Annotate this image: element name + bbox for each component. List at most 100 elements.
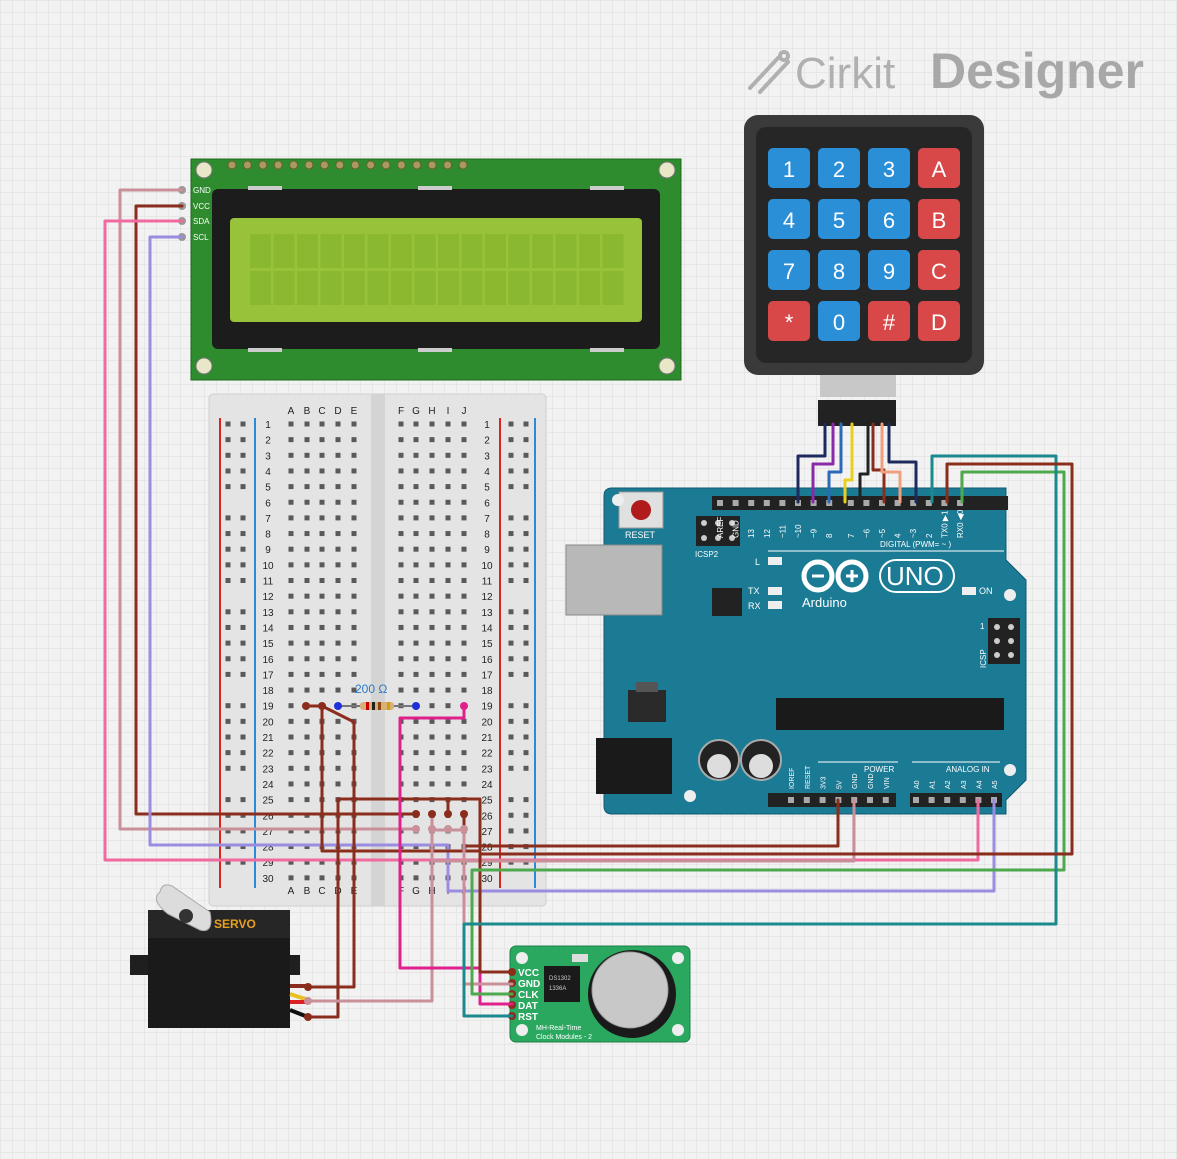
keypad-key[interactable]: # bbox=[868, 301, 910, 341]
resistor-terminal[interactable] bbox=[334, 702, 342, 710]
wire-kp-2[interactable] bbox=[811, 422, 835, 504]
wire-lcd-scl[interactable] bbox=[148, 235, 996, 893]
power-pin[interactable] bbox=[803, 797, 810, 803]
digital-pin[interactable] bbox=[957, 500, 963, 506]
wire-d3[interactable] bbox=[478, 462, 1074, 856]
wire-kp-4[interactable] bbox=[843, 422, 854, 504]
brand-product: Designer bbox=[930, 43, 1144, 99]
wire-kp-7[interactable] bbox=[880, 422, 902, 504]
reset-button[interactable] bbox=[631, 500, 651, 520]
analog-pin[interactable] bbox=[913, 797, 919, 803]
digital-pin[interactable] bbox=[763, 500, 770, 506]
rtc-module[interactable]: DS1302 1336A MH-Real-Time Clock Modules … bbox=[508, 945, 691, 1043]
breadboard-row-label: 12 bbox=[262, 592, 274, 603]
keypad-key[interactable]: 1 bbox=[768, 148, 810, 188]
breadboard-row-label: 13 bbox=[481, 608, 493, 619]
keypad-key[interactable]: 9 bbox=[868, 250, 910, 290]
digital-pin[interactable] bbox=[894, 500, 901, 506]
wire-lcd-sda[interactable] bbox=[103, 219, 980, 862]
digital-pin[interactable] bbox=[910, 500, 917, 506]
breadboard-hole bbox=[304, 687, 310, 693]
keypad-key[interactable]: 3 bbox=[868, 148, 910, 188]
digital-pin[interactable] bbox=[941, 500, 948, 506]
digital-pin[interactable] bbox=[925, 500, 932, 506]
wire-servo-signal[interactable] bbox=[306, 704, 356, 989]
breadboard-hole bbox=[429, 609, 435, 615]
led-tx bbox=[768, 587, 782, 595]
breadboard-row-label: 17 bbox=[262, 670, 274, 681]
wire-rtc-vcc[interactable] bbox=[446, 797, 514, 974]
breadboard-hole bbox=[288, 734, 294, 740]
keypad-key[interactable]: 4 bbox=[768, 199, 810, 239]
wire-rtc-clk[interactable] bbox=[470, 470, 1066, 996]
keypad-key[interactable]: 2 bbox=[818, 148, 860, 188]
wire-kp-1[interactable] bbox=[796, 422, 827, 504]
wire-kp-3[interactable] bbox=[827, 422, 843, 504]
led-l bbox=[768, 557, 782, 565]
mount-hole bbox=[516, 1024, 528, 1036]
power-jack bbox=[596, 738, 672, 794]
power-pin[interactable] bbox=[882, 797, 889, 803]
analog-pin[interactable] bbox=[928, 797, 935, 803]
power-pin[interactable] bbox=[867, 797, 873, 803]
wire-servo-gnd[interactable] bbox=[306, 812, 434, 1003]
breadboard-hole bbox=[461, 562, 467, 568]
digital-pin[interactable] bbox=[863, 500, 870, 506]
uno-model: UNO bbox=[886, 561, 944, 591]
wire-kp-6[interactable] bbox=[871, 422, 886, 504]
breadboard-hole bbox=[288, 484, 294, 490]
digital-pin[interactable] bbox=[732, 500, 739, 506]
keypad-key-label: 9 bbox=[883, 259, 895, 284]
breadboard-hole bbox=[461, 421, 467, 427]
digital-pin-label: 7 bbox=[847, 533, 856, 538]
breadboard-hole bbox=[413, 578, 419, 583]
keypad-key[interactable]: 6 bbox=[868, 199, 910, 239]
power-pin[interactable] bbox=[819, 797, 826, 803]
digital-pin[interactable] bbox=[779, 500, 786, 506]
wire-rtc-dat[interactable] bbox=[398, 704, 514, 1006]
wire-servo-power[interactable] bbox=[306, 797, 450, 1019]
breadboard-hole bbox=[398, 468, 404, 474]
keypad-key[interactable]: A bbox=[918, 148, 960, 188]
wire-lcd-gnd[interactable] bbox=[118, 188, 418, 831]
keypad-key[interactable]: * bbox=[768, 301, 810, 341]
breadboard-row-label: 14 bbox=[262, 623, 274, 634]
digital-pin[interactable] bbox=[717, 500, 723, 506]
keypad-key-label: D bbox=[931, 310, 947, 335]
analog-pin[interactable] bbox=[959, 797, 966, 803]
breadboard-row-label: 6 bbox=[484, 498, 490, 509]
breadboard-hole bbox=[288, 531, 294, 537]
keypad-key[interactable]: 5 bbox=[818, 199, 860, 239]
keypad-key[interactable]: 0 bbox=[818, 301, 860, 341]
wire-kp-8[interactable] bbox=[887, 422, 918, 504]
wire-lcd-vcc[interactable] bbox=[134, 204, 418, 816]
breadboard-hole bbox=[240, 609, 246, 615]
lcd-module[interactable]: GND VCC SDA SCL bbox=[178, 158, 682, 381]
digital-pin[interactable] bbox=[879, 500, 885, 506]
servo-motor[interactable]: SERVO bbox=[130, 884, 309, 1028]
wire-kp-5[interactable] bbox=[858, 422, 870, 504]
digital-pin[interactable] bbox=[748, 500, 755, 506]
breadboard-hole bbox=[288, 781, 294, 787]
digital-pin-label: RX0 ◀0 bbox=[956, 509, 965, 538]
keypad-key[interactable]: 7 bbox=[768, 250, 810, 290]
power-pin[interactable] bbox=[788, 797, 794, 803]
breadboard-row-label: 18 bbox=[481, 686, 493, 697]
lcd-cell bbox=[273, 271, 295, 305]
breadboard-hole bbox=[523, 531, 529, 537]
resistor-label: 200 Ω bbox=[355, 682, 387, 696]
analog-pin[interactable] bbox=[944, 797, 951, 803]
resistor[interactable]: 200 Ω bbox=[334, 682, 420, 710]
wire-rtc-rst[interactable] bbox=[462, 454, 1058, 1018]
digital-pin[interactable] bbox=[847, 500, 854, 506]
keypad-key[interactable]: D bbox=[918, 301, 960, 341]
keypad-key[interactable]: C bbox=[918, 250, 960, 290]
resistor-terminal[interactable] bbox=[412, 702, 420, 710]
keypad-key[interactable]: B bbox=[918, 199, 960, 239]
keypad-key[interactable]: 8 bbox=[818, 250, 860, 290]
breadboard-hole bbox=[508, 484, 514, 490]
